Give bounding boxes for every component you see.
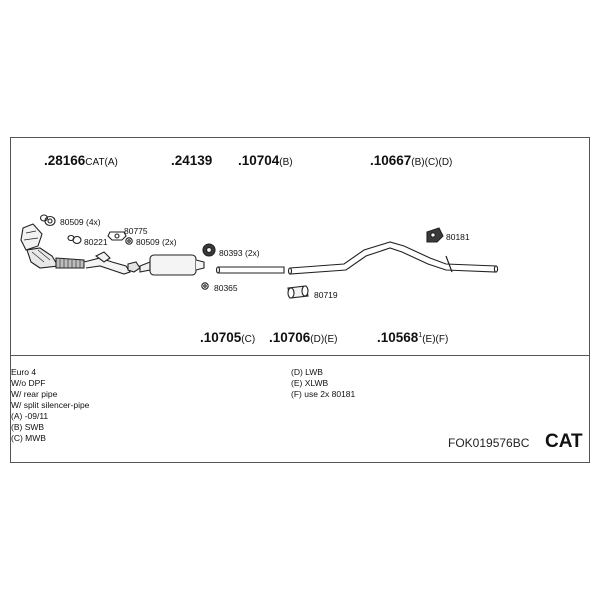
note-line: Euro 4 [11, 367, 37, 377]
note-line: (C) MWB [11, 433, 46, 443]
diagram-frame [10, 137, 590, 463]
part-number-10705: .10705(C) [200, 330, 256, 345]
label-80181: 80181 [446, 232, 470, 242]
note-line: (D) LWB [291, 367, 323, 377]
gasket-80221-drawing [67, 234, 82, 245]
gasket-80775-drawing [107, 231, 127, 241]
clamp-80365-drawing [201, 282, 209, 290]
note-line: (E) XLWB [291, 378, 329, 388]
label-80775: 80775 [124, 226, 148, 236]
part-number-24139: .24139 [171, 153, 213, 168]
clamp-80719-drawing [287, 285, 309, 299]
note-line: (A) -09/11 [11, 411, 49, 421]
joint-drawing [127, 261, 141, 273]
label-80365: 80365 [214, 283, 238, 293]
label-80719: 80719 [314, 290, 338, 300]
label-80221: 80221 [84, 237, 108, 247]
part-number-10667: .10667(B)(C)(D) [370, 153, 453, 168]
part-number-10568: .105681(E)(F) [377, 330, 449, 345]
middle-silencer-drawing [139, 254, 205, 276]
clamp-80509-drawing [39, 214, 56, 227]
clamp-80509b-drawing [125, 237, 133, 245]
note-line: (B) SWB [11, 422, 45, 432]
label-80509-4x: 80509 (4x) [60, 217, 101, 227]
note-line: W/ rear pipe [11, 389, 58, 399]
notes-left: Euro 4 W/o DPF W/ rear pipe W/ split sil… [11, 367, 89, 444]
set-code: FOK019576BC [448, 436, 530, 450]
notes-right: (D) LWB (E) XLWB (F) use 2x 80181 [291, 367, 355, 400]
notes-divider [10, 355, 590, 356]
note-line: (F) use 2x 80181 [291, 389, 356, 399]
intermediate-pipe-drawing [215, 266, 285, 274]
rubber-hanger-80181-drawing [426, 227, 444, 243]
part-number-10706: .10706(D)(E) [269, 330, 338, 345]
label-80393: 80393 (2x) [219, 248, 260, 258]
label-80509-2x: 80509 (2x) [136, 237, 177, 247]
rear-pipe-drawing [287, 241, 499, 275]
rubber-hanger-80393-drawing [202, 243, 216, 257]
note-line: W/ split silencer-pipe [11, 400, 90, 410]
catalytic-converter-drawing [20, 223, 131, 275]
cat-badge: CAT [545, 431, 583, 452]
part-number-10704: .10704(B) [238, 153, 293, 168]
note-line: W/o DPF [11, 378, 46, 388]
part-number-28166: .28166CAT(A) [44, 153, 118, 168]
